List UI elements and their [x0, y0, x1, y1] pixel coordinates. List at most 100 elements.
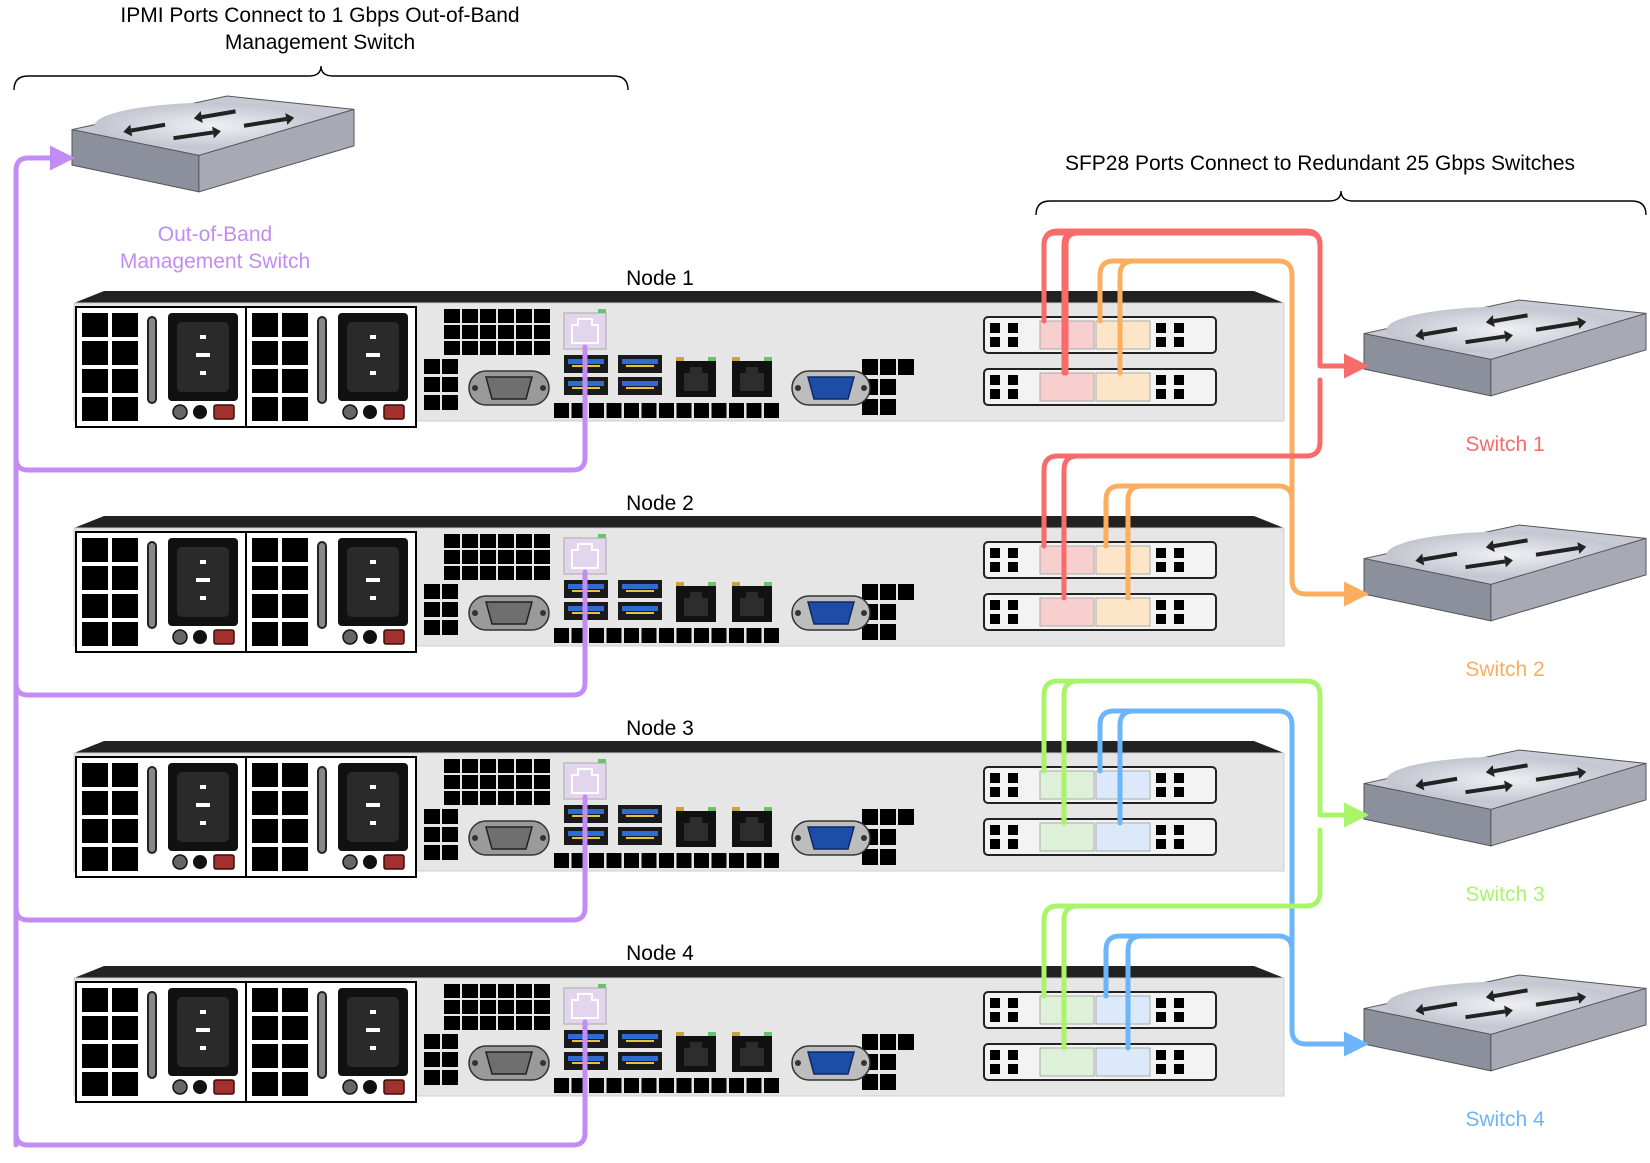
chassis-top	[74, 741, 1284, 753]
vent-icon	[746, 403, 762, 418]
vent-icon	[1156, 773, 1166, 783]
switch-arrow-icon	[1493, 313, 1528, 324]
node-label: Node 4	[626, 942, 694, 965]
power-supply	[245, 981, 417, 1103]
vent-icon	[1156, 337, 1166, 347]
vent-icon	[1174, 1064, 1184, 1074]
switch-arrow-icon	[1493, 538, 1528, 549]
led-icon	[193, 1080, 207, 1094]
vent-icon	[424, 602, 440, 617]
vent-icon	[711, 1078, 727, 1093]
vent-icon	[534, 775, 550, 789]
nic-card	[983, 593, 1217, 631]
sfp28-port	[1039, 597, 1095, 627]
vent-icon	[1174, 787, 1184, 797]
server-node	[73, 291, 1285, 428]
sfp28-port	[1039, 822, 1095, 852]
sfp28-port	[1095, 320, 1151, 350]
vent-icon	[1156, 825, 1166, 835]
vent-icon	[764, 628, 779, 643]
vent-icon	[516, 534, 532, 548]
sfp28-port	[1095, 545, 1151, 575]
led-icon	[732, 357, 740, 361]
sfp-cable	[1041, 827, 1323, 999]
led-icon	[172, 629, 188, 645]
vent-icon	[880, 359, 896, 375]
vent-icon	[534, 309, 550, 323]
vent-icon	[82, 1016, 108, 1040]
vent-icon	[880, 1074, 896, 1090]
sfp28-port	[1095, 822, 1151, 852]
led-icon	[764, 1032, 772, 1036]
vent-icon	[444, 534, 460, 548]
led-icon	[764, 807, 772, 811]
vent-icon	[498, 325, 514, 339]
psu-handle	[147, 991, 157, 1079]
vent-icon	[764, 403, 779, 418]
vent-icon	[990, 389, 1000, 399]
vent-icon	[1174, 562, 1184, 572]
vent-icon	[112, 763, 138, 787]
sfp28-port	[1095, 1047, 1151, 1077]
chassis-top	[74, 966, 1284, 978]
vent-icon	[711, 403, 727, 418]
vent-icon	[442, 845, 458, 860]
vent-icon	[1008, 839, 1018, 849]
switch-icon	[1363, 974, 1647, 1072]
vent-icon	[252, 819, 278, 843]
vent-icon	[1156, 839, 1166, 849]
vent-icon	[1008, 614, 1018, 624]
switch-label: Switch 4	[1465, 1108, 1545, 1131]
vent-icon	[480, 984, 496, 998]
vent-icon	[1008, 1064, 1018, 1074]
vent-icon	[534, 1016, 550, 1030]
sfp28-port	[1039, 995, 1095, 1025]
vent-icon	[711, 628, 727, 643]
vent-icon	[694, 628, 709, 643]
vent-icon	[862, 624, 878, 640]
vent-icon	[990, 787, 1000, 797]
vent-icon	[862, 359, 878, 375]
nic-card	[983, 991, 1217, 1029]
vent-icon	[1174, 825, 1184, 835]
vent-icon	[498, 1016, 514, 1030]
power-switch-icon	[213, 404, 235, 420]
vent-icon	[112, 566, 138, 590]
sfp28-port	[1039, 770, 1095, 800]
vent-icon	[424, 584, 440, 599]
vent-icon	[534, 984, 550, 998]
oob-switch-label: Out-of-Band Management Switch	[119, 223, 311, 273]
vent-icon	[880, 809, 896, 825]
vent-icon	[480, 325, 496, 339]
sfp-cable	[1117, 258, 1281, 376]
switch-icon	[1363, 524, 1647, 622]
vent-icon	[444, 566, 460, 580]
ipmi-brace	[13, 65, 629, 91]
vent-icon	[659, 1078, 674, 1093]
vent-icon	[516, 791, 532, 805]
vent-icon	[641, 853, 657, 868]
sfp-cable	[1125, 483, 1145, 601]
vent-icon	[1156, 614, 1166, 624]
node-label: Node 1	[626, 267, 694, 290]
vent-icon	[880, 1054, 896, 1070]
vent-icon	[442, 809, 458, 824]
vent-icon	[442, 359, 458, 374]
switch-arrow-icon	[1465, 334, 1506, 345]
ipmi-cable	[13, 569, 588, 698]
led-icon	[764, 582, 772, 586]
vent-icon	[252, 397, 278, 421]
vent-icon	[729, 403, 744, 418]
vent-icon	[1174, 600, 1184, 610]
led-icon	[732, 807, 740, 811]
vent-icon	[480, 775, 496, 789]
vent-icon	[82, 1044, 108, 1068]
psu-handle	[317, 991, 327, 1079]
vent-icon	[862, 399, 878, 415]
vent-icon	[606, 853, 622, 868]
vent-icon	[498, 791, 514, 805]
vent-icon	[424, 1034, 440, 1049]
vent-icon	[554, 1078, 569, 1093]
chassis-top	[74, 291, 1284, 303]
vent-icon	[880, 849, 896, 865]
